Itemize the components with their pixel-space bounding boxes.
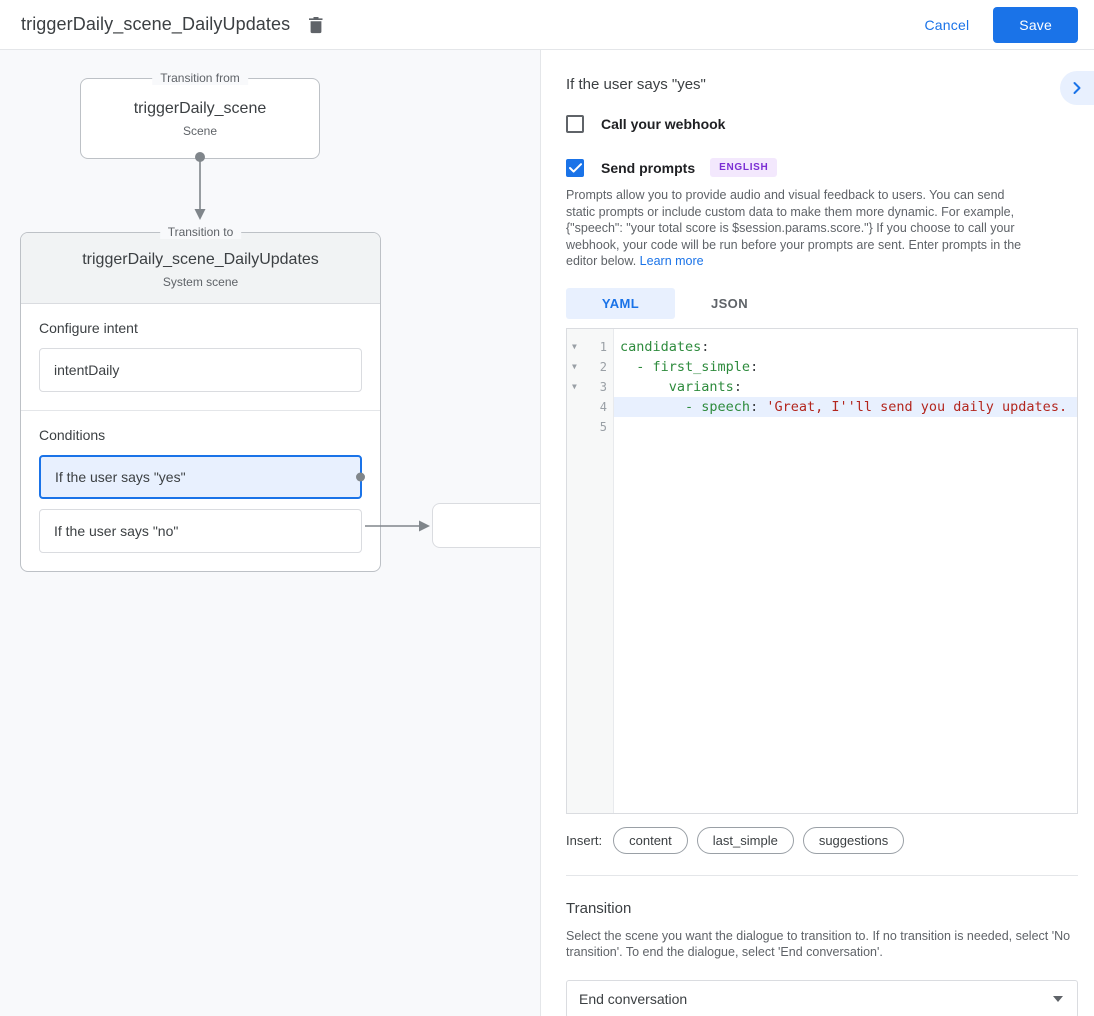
- prompts-description: Prompts allow you to provide audio and v…: [542, 187, 1060, 270]
- chevron-right-icon[interactable]: [1060, 71, 1094, 105]
- gutter-row: ▼3: [567, 377, 613, 397]
- line-number: 2: [599, 359, 607, 374]
- fold-triangle-icon[interactable]: ▼: [572, 361, 577, 371]
- insert-chip-suggestions[interactable]: suggestions: [802, 826, 905, 854]
- transition-to-legend: Transition to: [159, 225, 242, 239]
- connector-from-to: [194, 152, 206, 220]
- transition-from-node[interactable]: Transition from triggerDaily_scene Scene: [80, 71, 320, 159]
- condition-item-no[interactable]: If the user says "no": [39, 509, 362, 553]
- conditions-label: Conditions: [39, 427, 106, 443]
- condition-item-no-label: If the user says "no": [54, 523, 179, 539]
- code-line-5: [614, 417, 1077, 437]
- code-line-1: candidates:: [620, 338, 710, 355]
- prompts-description-text: Prompts allow you to provide audio and v…: [566, 188, 1022, 268]
- line-number: 4: [599, 399, 607, 414]
- insert-chip-last-simple[interactable]: last_simple: [696, 826, 794, 854]
- editor-code-area[interactable]: candidates: - first_simple: variants: - …: [614, 329, 1077, 813]
- condition-item-yes[interactable]: If the user says "yes": [39, 455, 365, 499]
- send-prompts-checkbox[interactable]: [566, 158, 584, 177]
- connector-condition-to-target: [365, 520, 430, 532]
- section-divider: [566, 874, 1078, 876]
- intent-value-field[interactable]: intentDaily: [39, 348, 362, 392]
- insert-label: Insert:: [566, 832, 603, 848]
- chevron-right-icon-svg: [1073, 82, 1081, 94]
- call-webhook-row[interactable]: Call your webhook: [542, 115, 1094, 133]
- code-line-2: - first_simple:: [636, 358, 759, 375]
- editor-gutter: ▼1 ▼2 ▼3 4 5: [567, 328, 614, 813]
- transition-description: Select the scene you want the dialogue t…: [566, 928, 1071, 960]
- learn-more-link[interactable]: Learn more: [639, 254, 704, 268]
- transition-from-subtitle: Scene: [182, 123, 218, 138]
- trash-icon[interactable]: [304, 13, 328, 37]
- transition-section-title: Transition: [566, 899, 632, 917]
- fold-triangle-icon[interactable]: ▼: [572, 341, 577, 351]
- insert-chip-content[interactable]: content: [613, 826, 688, 854]
- line-number: 3: [599, 379, 607, 394]
- gutter-row: 5: [567, 417, 613, 437]
- line-number: 1: [599, 339, 607, 354]
- trash-icon-svg: [309, 16, 323, 33]
- code-line-4: - speech: 'Great, I''ll send you daily u…: [614, 396, 1077, 417]
- transition-to-title: triggerDaily_scene_DailyUpdates: [82, 251, 319, 268]
- transition-select[interactable]: End conversation: [566, 979, 1078, 1016]
- condition-item-yes-label: If the user says "yes": [55, 469, 186, 485]
- transition-to-header: triggerDaily_scene_DailyUpdates System s…: [21, 233, 380, 304]
- line-number: 5: [599, 419, 607, 434]
- page-title: triggerDaily_scene_DailyUpdates: [21, 14, 291, 34]
- language-badge: ENGLISH: [710, 158, 778, 177]
- transition-to-subtitle: System scene: [162, 275, 239, 289]
- chevron-down-icon: [1053, 995, 1063, 1002]
- topbar-actions: Cancel Save: [911, 6, 1078, 43]
- configure-intent-section: Configure intent intentDaily: [21, 304, 380, 411]
- send-prompts-label: Send prompts: [601, 159, 696, 176]
- prompt-code-editor[interactable]: ▼1 ▼2 ▼3 4 5 candidates: - first_simple:…: [566, 327, 1078, 814]
- transition-from-title: triggerDaily_scene: [133, 99, 267, 117]
- tab-yaml[interactable]: YAML: [566, 287, 675, 319]
- condition-detail-panel: If the user says "yes" Call your webhook…: [542, 50, 1094, 1016]
- configure-intent-label: Configure intent: [39, 320, 138, 336]
- target-node-stub[interactable]: [432, 503, 540, 548]
- transition-select-value: End conversation: [579, 990, 688, 1007]
- call-webhook-checkbox[interactable]: [566, 115, 584, 133]
- call-webhook-label: Call your webhook: [601, 116, 726, 132]
- top-app-bar: triggerDaily_scene_DailyUpdates Cancel S…: [0, 0, 1094, 50]
- gutter-row: ▼2: [567, 357, 613, 377]
- condition-output-port[interactable]: [356, 472, 365, 482]
- save-button[interactable]: Save: [993, 6, 1078, 43]
- scene-graph-canvas[interactable]: Transition from triggerDaily_scene Scene…: [0, 50, 541, 1016]
- checkmark-icon: [568, 162, 582, 173]
- conditions-section: Conditions If the user says "yes" If the…: [21, 411, 380, 571]
- send-prompts-row[interactable]: Send prompts ENGLISH: [542, 158, 1094, 177]
- cancel-button[interactable]: Cancel: [911, 8, 984, 42]
- panel-header: If the user says "yes": [542, 50, 1094, 105]
- editor-format-tabs: YAML JSON: [542, 287, 1094, 319]
- tab-json[interactable]: JSON: [675, 288, 784, 319]
- panel-title: If the user says "yes": [566, 76, 706, 93]
- insert-chips-row: Insert: content last_simple suggestions: [566, 826, 1094, 854]
- code-line-3: variants:: [668, 378, 742, 395]
- gutter-row: 4: [567, 397, 613, 417]
- transition-to-card[interactable]: Transition to triggerDaily_scene_DailyUp…: [20, 225, 381, 572]
- fold-triangle-icon[interactable]: ▼: [572, 381, 577, 391]
- gutter-row: ▼1: [567, 337, 613, 357]
- transition-from-legend: Transition from: [152, 71, 248, 85]
